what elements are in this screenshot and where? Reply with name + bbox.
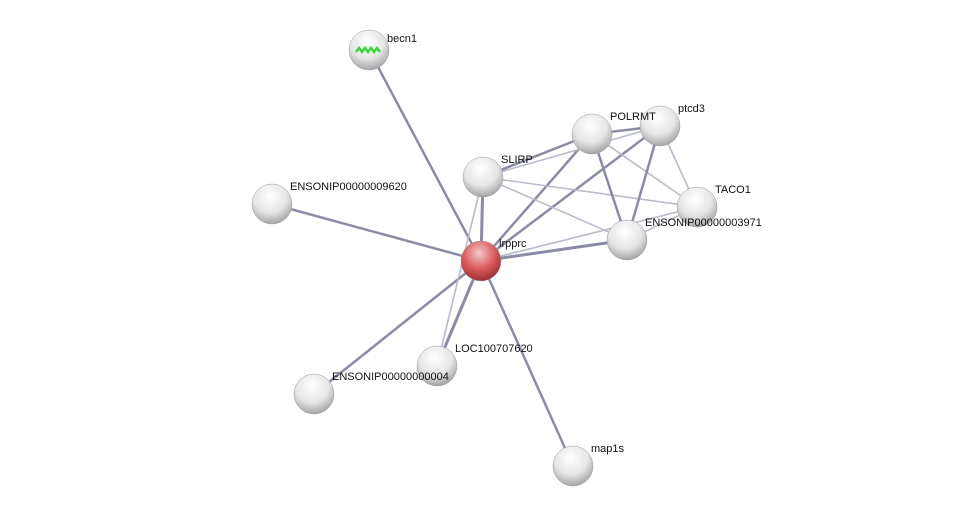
node-ensonip4[interactable] (293, 373, 335, 415)
node-lrpprc[interactable] (460, 240, 502, 282)
node-label: becn1 (387, 33, 417, 45)
edge-slirp-taco1[interactable] (482, 176, 698, 208)
node-sphere[interactable] (416, 345, 458, 387)
edge-lrpprc-ensonip3971[interactable] (480, 238, 628, 263)
node-label: SLIRP (501, 154, 533, 166)
node-sphere[interactable] (293, 373, 335, 415)
edge-lrpprc-ptcd3[interactable] (480, 125, 661, 262)
node-map1s[interactable] (552, 445, 594, 487)
edge-polrmt-taco1[interactable] (591, 133, 698, 208)
node-label: ENSONIP00000003971 (645, 217, 762, 229)
edge-slirp-loc[interactable] (436, 176, 484, 367)
edge-slirp-ensonip3971[interactable] (482, 176, 628, 241)
node-slirp[interactable] (462, 156, 504, 198)
node-label: ENSONIP00000000004 (332, 371, 449, 383)
node-label: LOC100707620 (455, 343, 533, 355)
node-loc[interactable] (416, 345, 458, 387)
node-sphere[interactable] (639, 105, 681, 147)
node-taco1[interactable] (676, 186, 718, 228)
node-label: POLRMT (610, 111, 656, 123)
node-becn1[interactable] (348, 29, 390, 71)
edge-slirp-ptcd3[interactable] (482, 125, 661, 178)
node-sphere[interactable] (462, 156, 504, 198)
protein-structure-icon (355, 45, 381, 55)
edge-lrpprc-polrmt[interactable] (480, 133, 593, 262)
node-ptcd3[interactable] (639, 105, 681, 147)
node-label: ENSONIP00000009620 (290, 181, 407, 193)
edge-lrpprc-map1s[interactable] (479, 260, 575, 467)
node-ensonip9620[interactable] (251, 183, 293, 225)
node-sphere[interactable] (606, 219, 648, 261)
node-label: ptcd3 (678, 103, 705, 115)
node-label: TACO1 (715, 184, 751, 196)
node-sphere[interactable] (676, 186, 718, 228)
node-ensonip3971[interactable] (606, 219, 648, 261)
edge-lrpprc-ensonip4[interactable] (313, 260, 482, 395)
node-sphere[interactable] (571, 113, 613, 155)
edge-lrpprc-taco1[interactable] (480, 206, 698, 262)
node-label: lrpprc (499, 238, 527, 250)
node-polrmt[interactable] (571, 113, 613, 155)
edge-lrpprc-becn1[interactable] (367, 49, 483, 262)
node-label: map1s (591, 443, 625, 455)
edge-lrpprc-ensonip9620[interactable] (271, 202, 482, 263)
node-sphere[interactable] (460, 240, 502, 282)
node-sphere[interactable] (251, 183, 293, 225)
node-sphere[interactable] (552, 445, 594, 487)
